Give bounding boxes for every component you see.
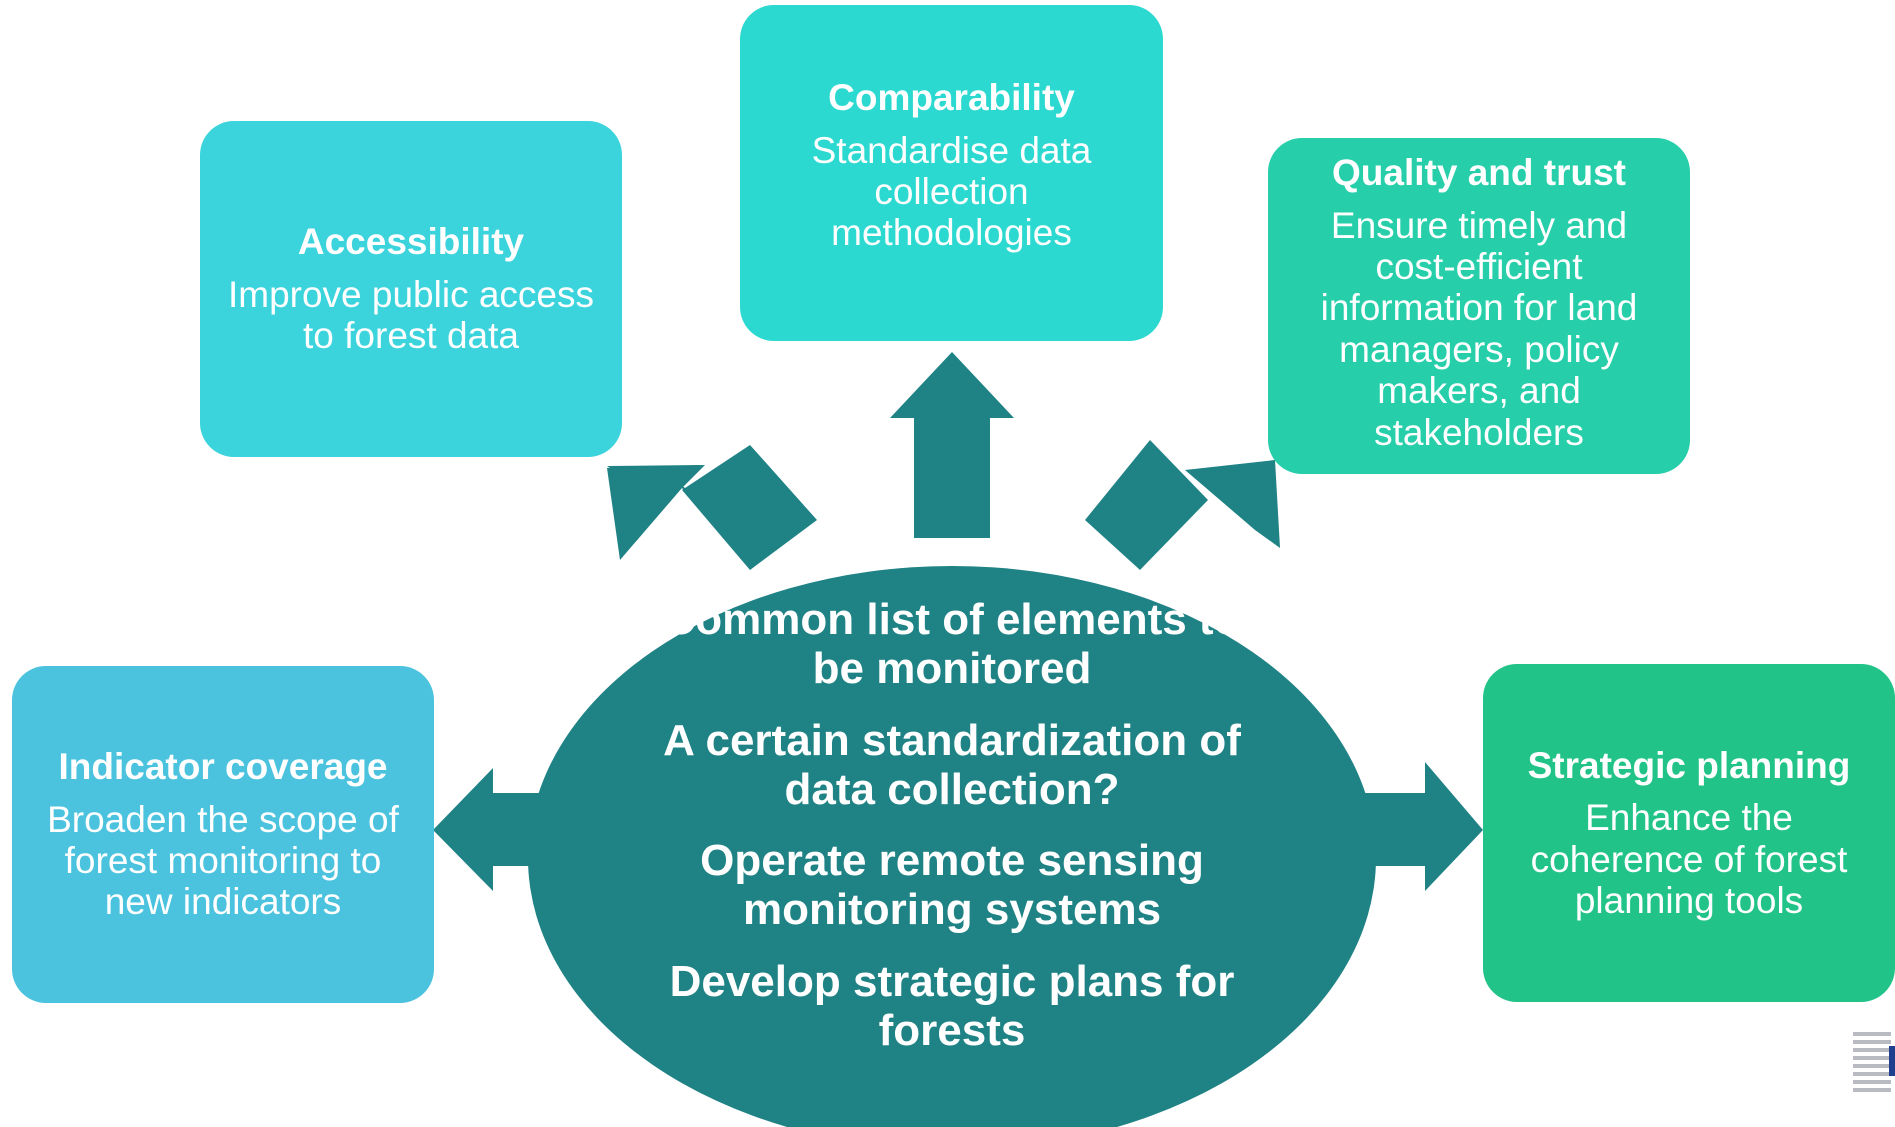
quality-body: Ensure timely and cost-efficient informa… <box>1320 204 1638 453</box>
quality-title: Quality and trust <box>1332 152 1626 193</box>
comparability-title: Comparability <box>828 77 1075 118</box>
indicator-title: Indicator coverage <box>58 746 388 788</box>
accessibility-body: Improve public access to forest data <box>227 273 595 357</box>
strategic-box: Strategic planning Enhance the coherence… <box>1483 664 1895 1002</box>
strategic-body: Enhance the coherence of forest planning… <box>1530 797 1848 921</box>
hub-item-2: A certain standardization of data collec… <box>663 715 1241 814</box>
accessibility-title: Accessibility <box>297 221 525 263</box>
arrow-right-head <box>1425 762 1483 891</box>
arrow-upper-left-shaft <box>682 445 817 570</box>
accessibility-box: Accessibility Improve public access to f… <box>200 121 622 457</box>
arrow-up <box>890 352 1014 538</box>
arrow-upper-right-head <box>1185 460 1280 548</box>
hub-item-4: Develop strategic plans for forests <box>669 956 1235 1055</box>
comparability-box: Comparability Standardise data collectio… <box>740 5 1163 341</box>
indicator-body: Broaden the scope of forest monitoring t… <box>47 798 399 923</box>
comparability-body: Standardise data collection methodologie… <box>811 129 1092 254</box>
hub-item-3: Operate remote sensing monitoring system… <box>700 836 1204 935</box>
strategic-title: Strategic planning <box>1527 744 1851 786</box>
quality-box: Quality and trust Ensure timely and cost… <box>1268 138 1690 474</box>
striped-logo-icon <box>1853 1032 1895 1092</box>
hub-ellipse <box>528 566 1376 1127</box>
arrow-upper-left-head <box>607 465 705 560</box>
arrow-left <box>433 768 560 891</box>
hub-item-1: Common list of elements to be monitored <box>663 595 1241 694</box>
indicator-box: Indicator coverage Broaden the scope of … <box>12 666 434 1003</box>
arrow-upper-right-shaft <box>1085 440 1208 570</box>
hub-text-block: Common list of elements to be monitored … <box>640 595 1264 1077</box>
